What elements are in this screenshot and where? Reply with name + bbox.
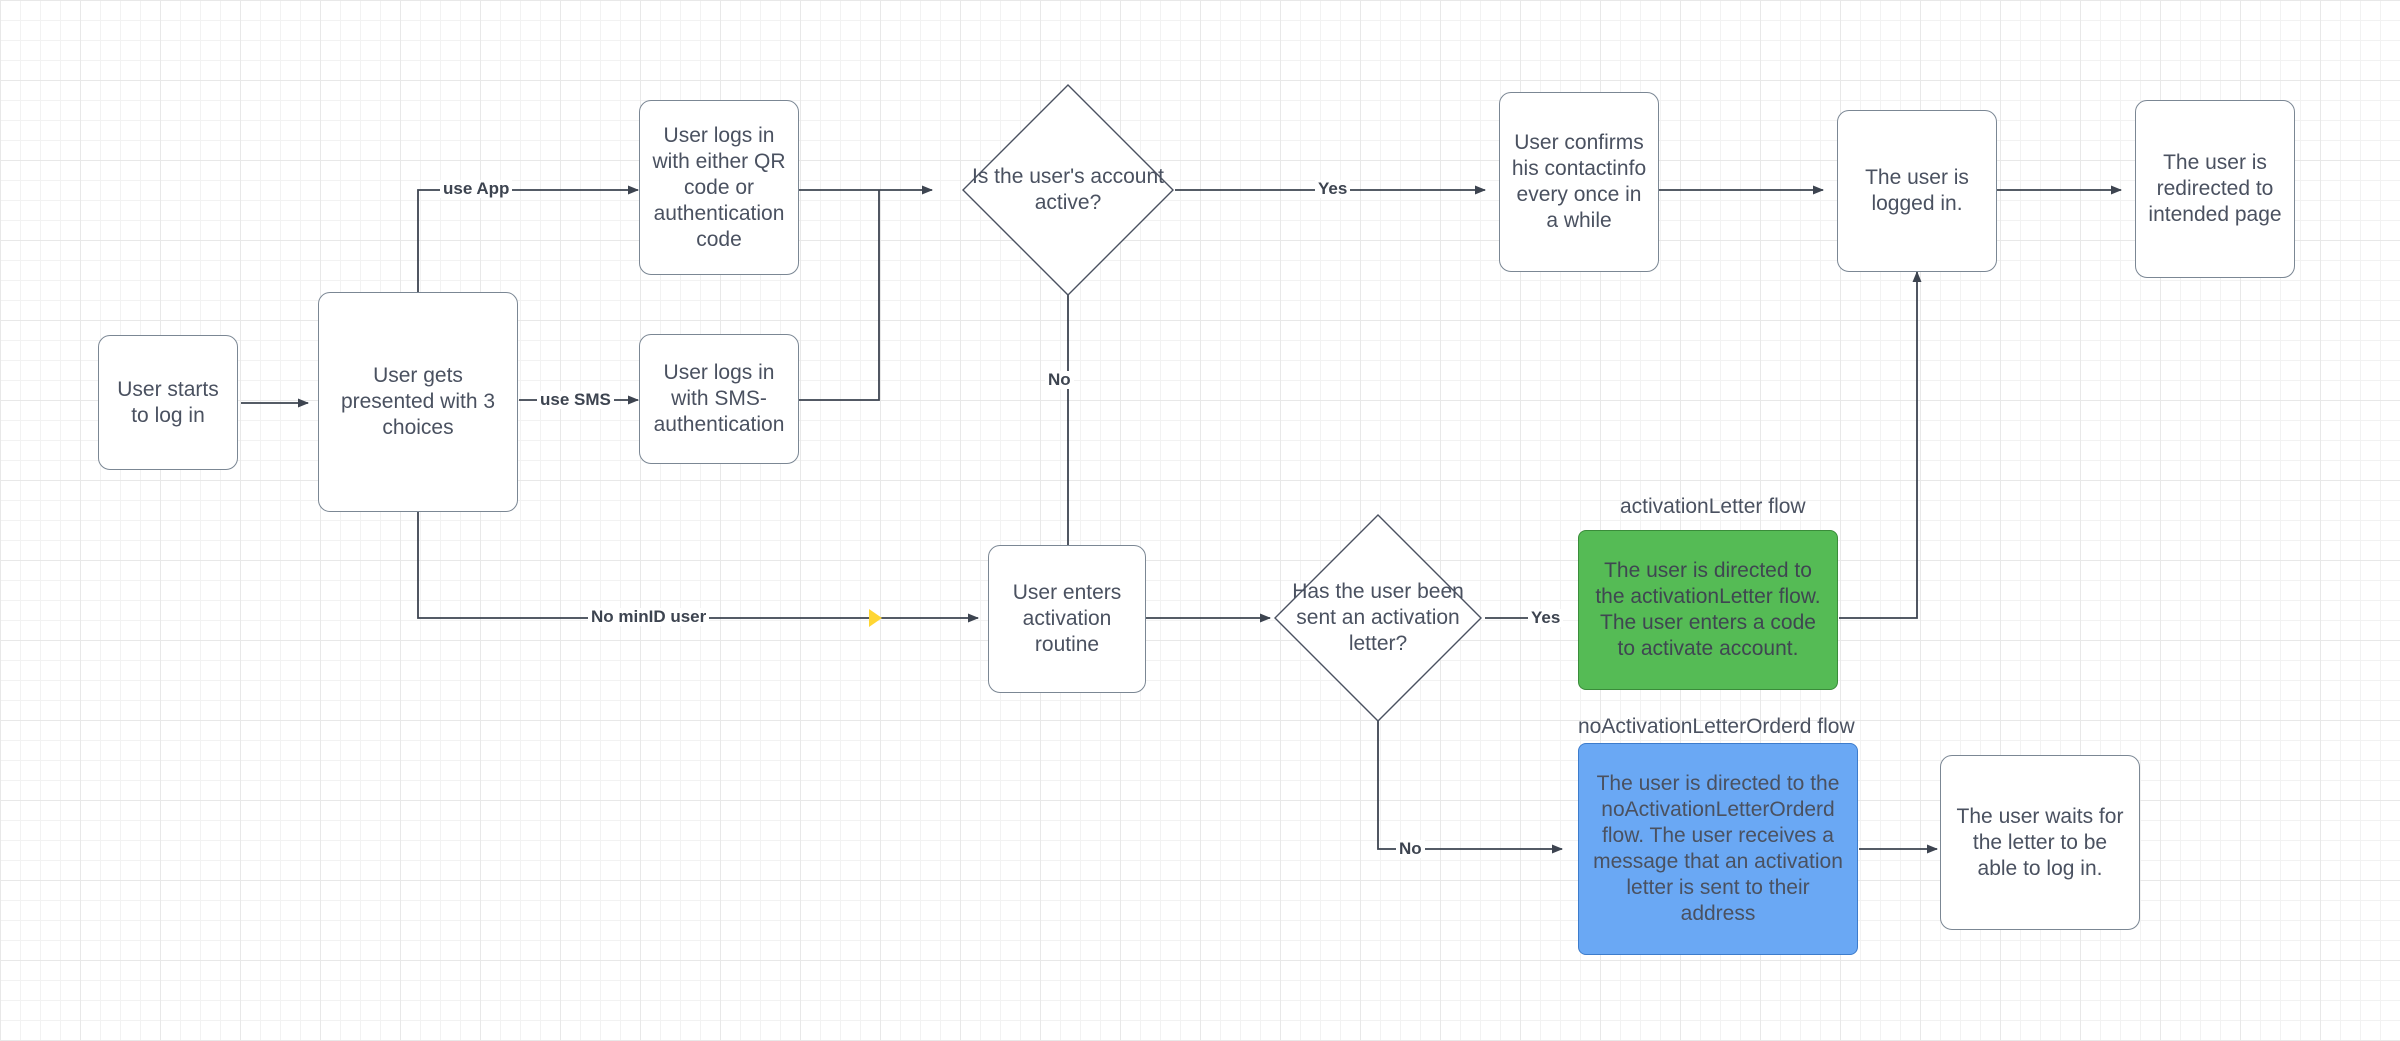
group-title-no-activation-letter-label: noActivationLetterOrderd flow: [1578, 715, 1855, 738]
edge-label-no-minid-user: No minID user: [588, 608, 710, 626]
edge-sms-merge: [799, 190, 880, 401]
node-qr-login-label: User logs in with either QR code or auth…: [652, 123, 786, 251]
node-logged-in[interactable]: The user is logged in.: [1837, 110, 1997, 272]
decision-account-active-label: Is the user's account active?: [972, 165, 1164, 214]
decision-activation-letter[interactable]: Has the user been sent an activation let…: [1272, 512, 1484, 724]
node-confirm-contactinfo[interactable]: User confirms his contactinfo every once…: [1499, 92, 1659, 272]
node-qr-login[interactable]: User logs in with either QR code or auth…: [639, 100, 799, 275]
edge-label-use-sms: use SMS: [537, 391, 614, 409]
node-choices-label: User gets presented with 3 choices: [340, 364, 496, 439]
node-sms-login[interactable]: User logs in with SMS-authentication: [639, 334, 799, 464]
node-redirected[interactable]: The user is redirected to intended page: [2135, 100, 2295, 278]
node-activation-routine-label: User enters activation routine: [1012, 581, 1122, 656]
node-start-label: User starts to log in: [117, 377, 219, 427]
node-activation-letter-flow-label: The user is directed to the activationLe…: [1595, 559, 1821, 660]
node-no-activation-letter-flow-label: The user is directed to the noActivation…: [1593, 772, 1843, 925]
node-redirected-label: The user is redirected to intended page: [2148, 151, 2282, 226]
waypoint-marker-icon[interactable]: [869, 609, 882, 627]
edge-label-active-no: No: [1045, 371, 1074, 389]
edge-choices-to-activation: [417, 512, 979, 623]
diamond-shape: [962, 84, 1174, 296]
edge-label-use-app: use App: [440, 180, 513, 198]
node-waits-for-letter-label: The user waits for the letter to be able…: [1956, 804, 2124, 880]
node-choices[interactable]: User gets presented with 3 choices: [318, 292, 518, 512]
node-waits-for-letter[interactable]: The user waits for the letter to be able…: [1940, 755, 2140, 930]
node-confirm-contactinfo-label: User confirms his contactinfo every once…: [1511, 131, 1647, 232]
group-title-activation-letter: activationLetter flow: [1620, 495, 1806, 519]
node-no-activation-letter-flow[interactable]: The user is directed to the noActivation…: [1578, 743, 1858, 955]
edge-label-letter-no: No: [1396, 840, 1425, 858]
decision-activation-letter-label: Has the user been sent an activation let…: [1292, 580, 1464, 655]
edge-green-to-loggedin: [1839, 271, 1922, 619]
node-activation-routine[interactable]: User enters activation routine: [988, 545, 1146, 693]
diamond-shape: [1274, 514, 1482, 722]
group-title-no-activation-letter: noActivationLetterOrderd flow: [1578, 715, 1855, 739]
node-sms-login-label: User logs in with SMS-authentication: [653, 361, 785, 436]
group-title-activation-letter-label: activationLetter flow: [1620, 495, 1806, 518]
edge-label-letter-yes: Yes: [1528, 609, 1564, 627]
decision-account-active[interactable]: Is the user's account active?: [960, 82, 1176, 298]
edge-label-active-yes: Yes: [1315, 180, 1351, 198]
edge-choices-to-qr: [417, 185, 639, 292]
node-activation-letter-flow[interactable]: The user is directed to the activationLe…: [1578, 530, 1838, 690]
node-logged-in-label: The user is logged in.: [1865, 166, 1969, 215]
node-start[interactable]: User starts to log in: [98, 335, 238, 470]
